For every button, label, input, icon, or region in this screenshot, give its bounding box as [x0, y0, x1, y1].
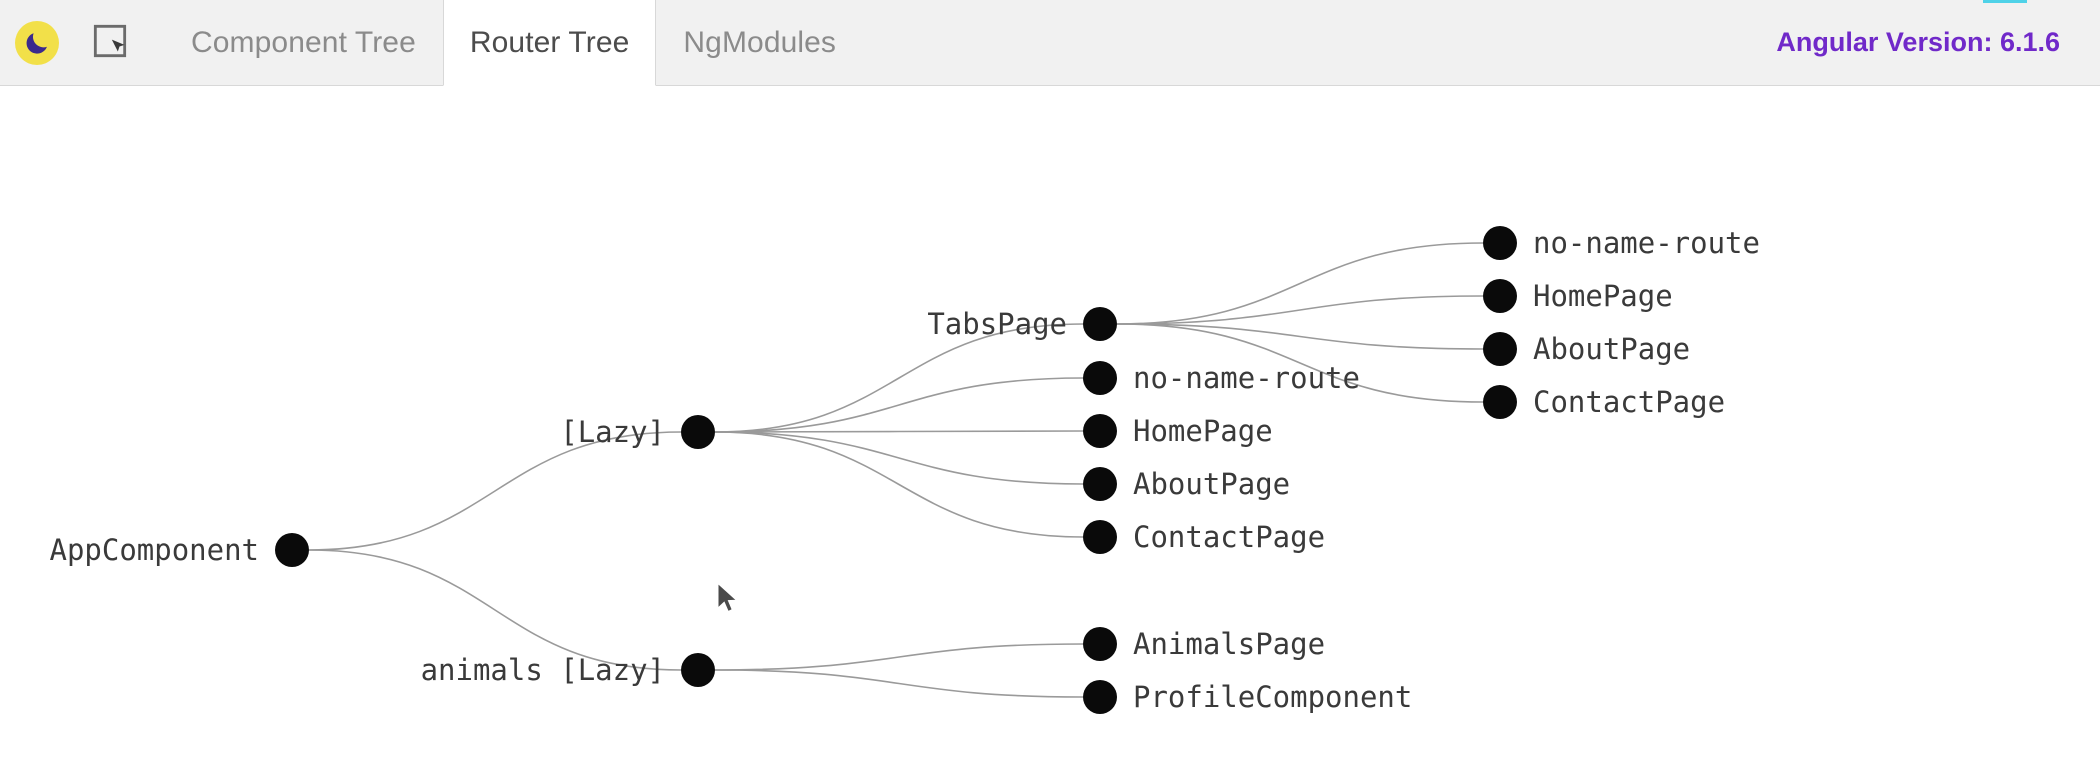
tree-node[interactable]: no-name-route [1083, 361, 1360, 395]
tree-edge [714, 669, 1084, 698]
theme-toggle-button[interactable] [0, 0, 74, 86]
tree-edge [1116, 323, 1484, 350]
tree-node-label: AppComponent [49, 533, 259, 567]
tree-node[interactable]: AppComponent [49, 533, 309, 567]
tree-nodes: AppComponent [Lazy] animals [Lazy] TabsPage… [49, 226, 1760, 714]
tree-edge [714, 431, 1084, 485]
tree-node-label: ContactPage [1133, 520, 1325, 554]
tree-node-label: AnimalsPage [1133, 627, 1325, 661]
tree-node-label: AboutPage [1533, 332, 1690, 366]
tree-node-label: AboutPage [1133, 467, 1290, 501]
tree-node-dot[interactable] [1483, 226, 1517, 260]
tree-edges [308, 242, 1484, 698]
tree-node-label: HomePage [1533, 279, 1673, 313]
tree-edge [308, 431, 682, 551]
toolbar: Component Tree Router Tree NgModules Ang… [0, 0, 2100, 86]
tree-node-dot[interactable] [1083, 627, 1117, 661]
tree-node[interactable]: AnimalsPage [1083, 627, 1325, 661]
tree-node[interactable]: ProfileComponent [1083, 680, 1412, 714]
router-tree-graph: AppComponent [Lazy] animals [Lazy] TabsPage… [49, 226, 1760, 714]
select-element-button[interactable] [74, 0, 146, 86]
tree-node-dot[interactable] [1483, 385, 1517, 419]
tree-node-label: no-name-route [1133, 361, 1360, 395]
tree-node-dot[interactable] [1083, 307, 1117, 341]
tree-edge [714, 643, 1084, 671]
angular-version-label: Angular Version: 6.1.6 [1776, 0, 2100, 85]
tree-node[interactable]: [Lazy] [560, 415, 715, 449]
select-element-icon [90, 21, 130, 66]
tree-node[interactable]: TabsPage [927, 307, 1117, 341]
tab-component-tree-label: Component Tree [191, 26, 416, 59]
tree-node-dot[interactable] [1083, 520, 1117, 554]
moon-icon [15, 21, 59, 65]
tab-ngmodules[interactable]: NgModules [656, 0, 863, 86]
tree-node-label: ProfileComponent [1133, 680, 1412, 714]
tree-node-label: no-name-route [1533, 226, 1760, 260]
tab-router-tree[interactable]: Router Tree [442, 0, 657, 86]
tree-edge [714, 377, 1084, 433]
tree-node-label: HomePage [1133, 414, 1273, 448]
tree-node[interactable]: no-name-route [1483, 226, 1760, 260]
tree-node-dot[interactable] [275, 533, 309, 567]
tree-node-dot[interactable] [1083, 361, 1117, 395]
tree-edge [714, 431, 1084, 538]
tree-edge [308, 549, 682, 671]
tree-node[interactable]: ContactPage [1483, 385, 1725, 419]
tree-node-dot[interactable] [1483, 279, 1517, 313]
tree-node[interactable]: HomePage [1483, 279, 1673, 313]
accent-sliver [1983, 0, 2027, 3]
tree-node-label: ContactPage [1533, 385, 1725, 419]
tree-edge [714, 323, 1084, 433]
tab-bar: Component Tree Router Tree NgModules [164, 0, 863, 86]
tab-router-tree-label: Router Tree [469, 25, 630, 59]
tree-node-label: animals [Lazy] [421, 653, 665, 687]
tree-node-dot[interactable] [1483, 332, 1517, 366]
tree-node[interactable]: AboutPage [1483, 332, 1690, 366]
tree-node[interactable]: HomePage [1083, 414, 1273, 448]
tree-node-label: [Lazy] [560, 415, 665, 449]
tree-edge [1116, 295, 1484, 325]
tree-edge [714, 430, 1084, 433]
tree-edge [1116, 323, 1484, 403]
tree-node-label: TabsPage [927, 307, 1067, 341]
tree-node-dot[interactable] [681, 415, 715, 449]
tree-node[interactable]: ContactPage [1083, 520, 1325, 554]
tree-node-dot[interactable] [1083, 467, 1117, 501]
tab-component-tree[interactable]: Component Tree [164, 0, 443, 86]
tree-node[interactable]: AboutPage [1083, 467, 1290, 501]
angular-version-text: Angular Version: 6.1.6 [1776, 27, 2060, 57]
tab-ngmodules-label: NgModules [683, 26, 837, 59]
tree-edge [1116, 242, 1484, 325]
tree-node-dot[interactable] [1083, 414, 1117, 448]
tree-node[interactable]: animals [Lazy] [421, 653, 715, 687]
router-tree-canvas[interactable]: AppComponent [Lazy] animals [Lazy] TabsPage… [0, 86, 2100, 778]
tree-node-dot[interactable] [681, 653, 715, 687]
tree-node-dot[interactable] [1083, 680, 1117, 714]
